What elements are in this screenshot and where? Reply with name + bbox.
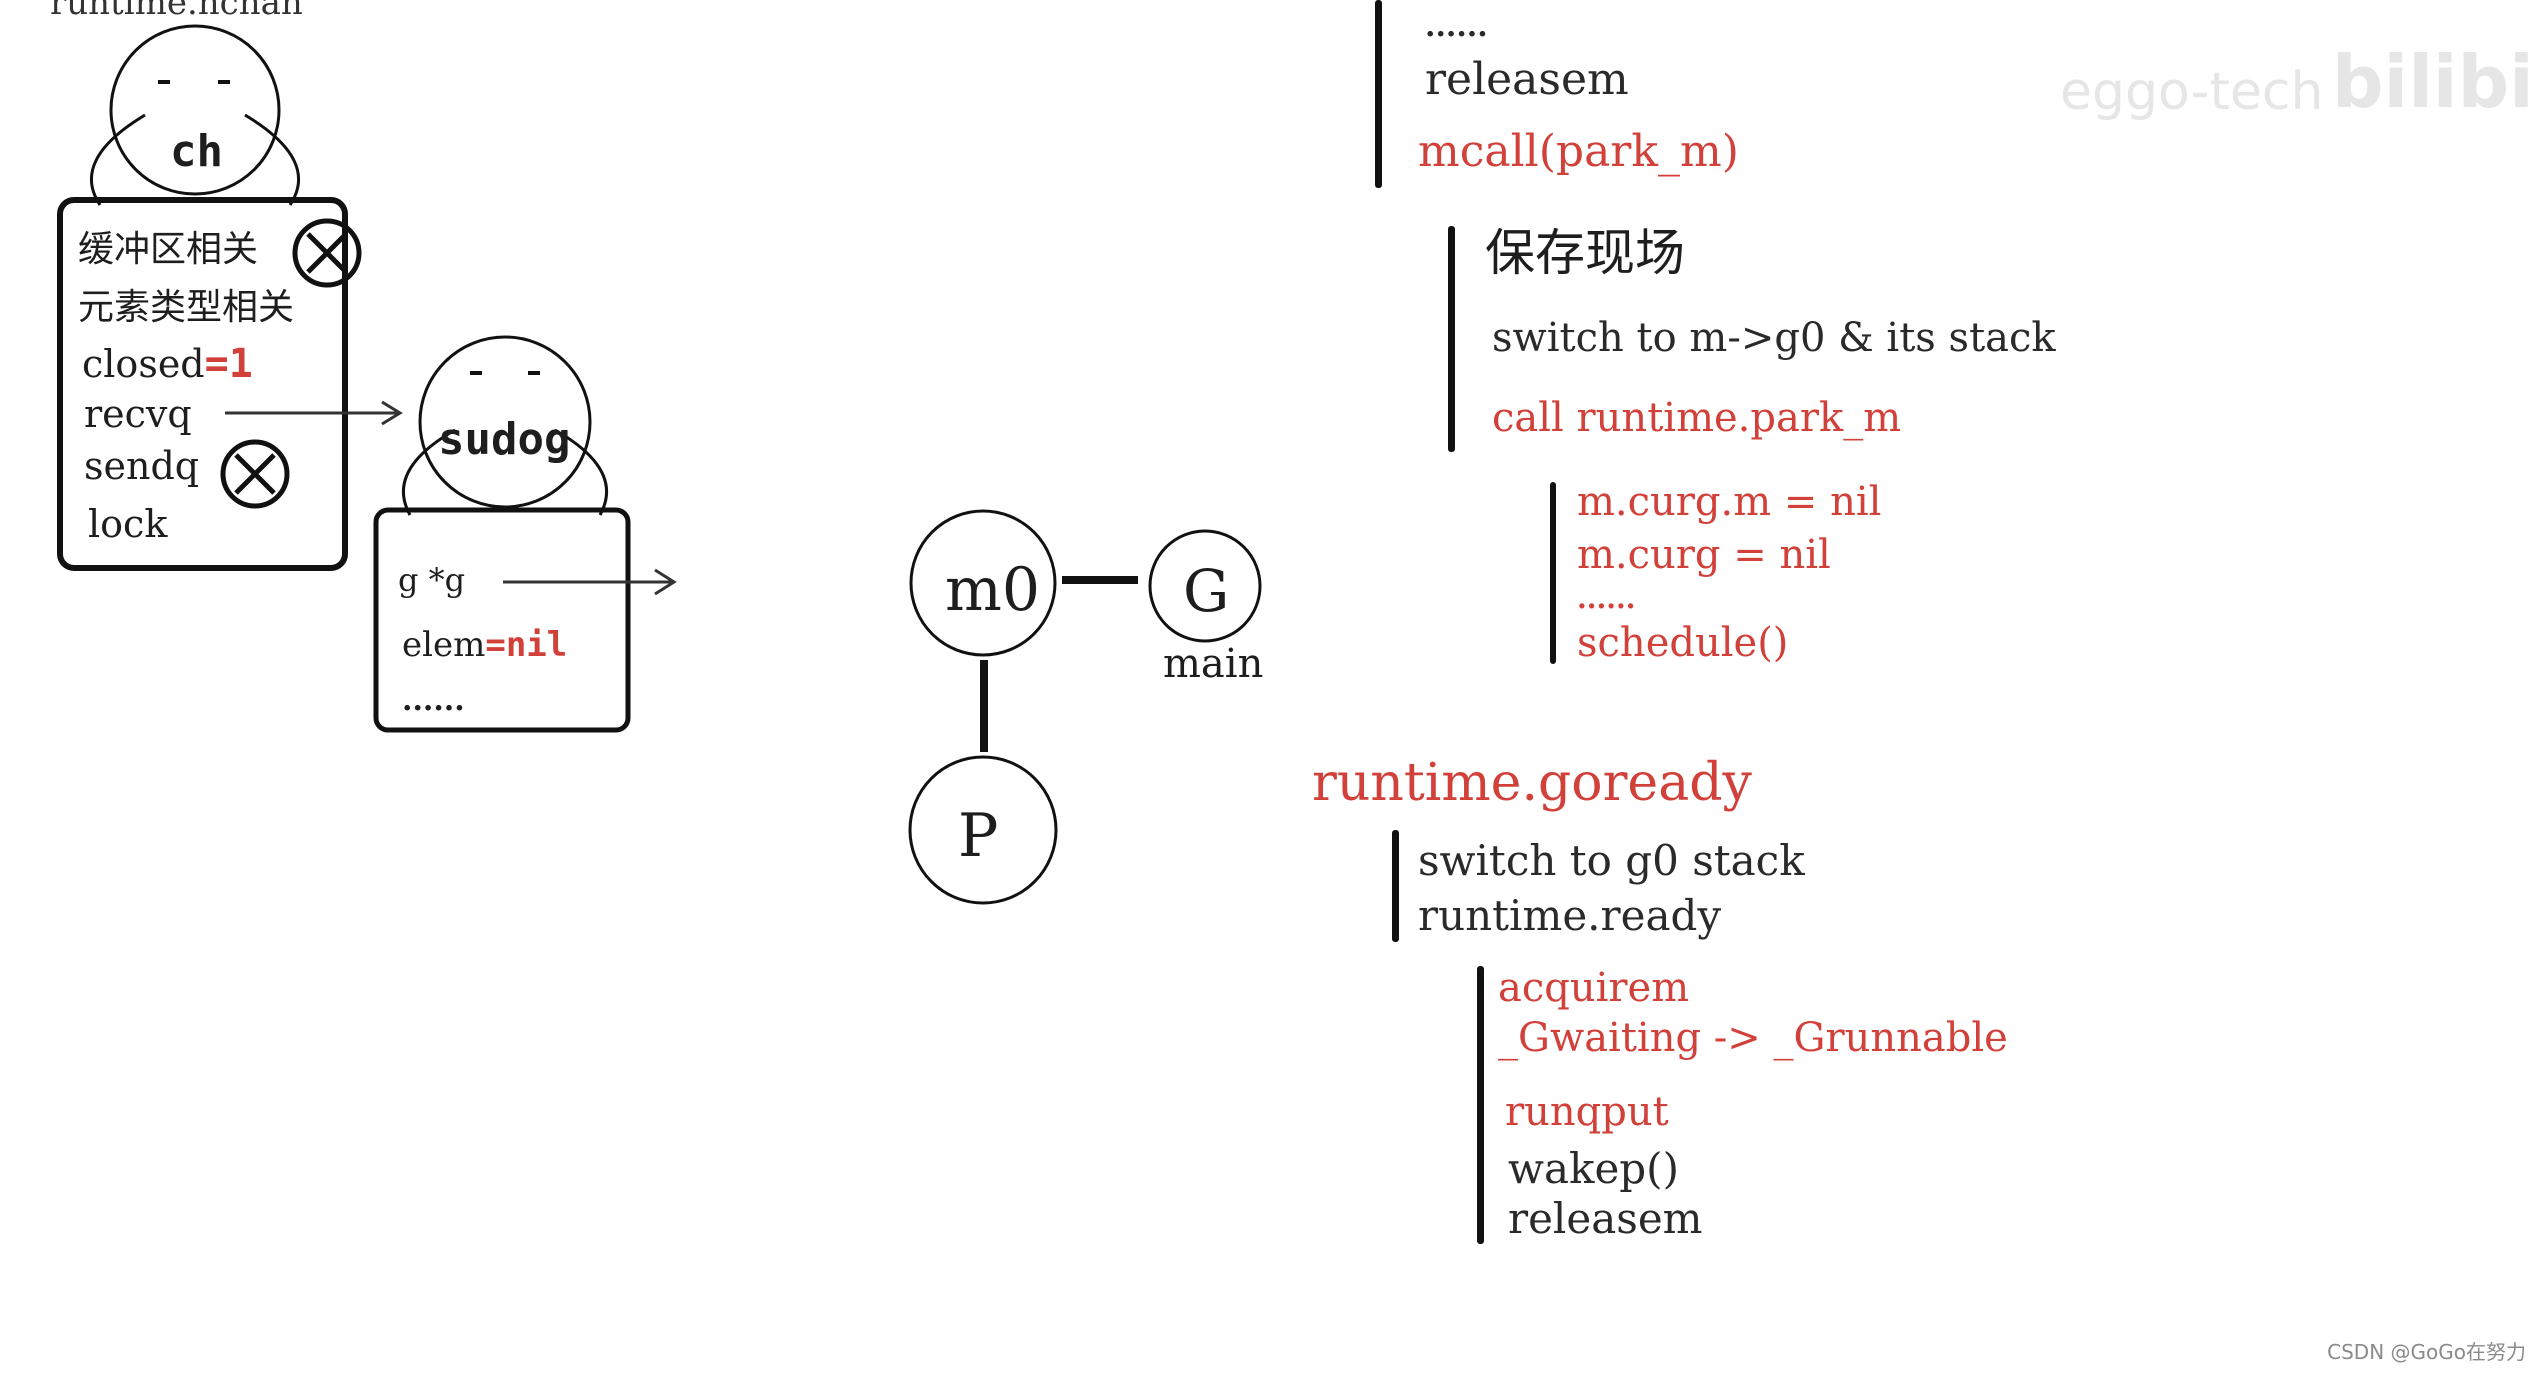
m0-label: m0 bbox=[945, 555, 1041, 625]
elem-label: elem bbox=[402, 625, 486, 665]
curg-line: m.curg = nil bbox=[1577, 532, 1831, 578]
bilibili-watermark: bilibili bbox=[2332, 40, 2536, 124]
switch-stack-line: switch to g0 stack bbox=[1418, 836, 1805, 885]
runqput-line: runqput bbox=[1505, 1089, 1669, 1135]
switch-g0-line: switch to m->g0 & its stack bbox=[1492, 315, 2056, 361]
bar-park-top bbox=[1375, 0, 1382, 188]
closed-label: closed bbox=[82, 342, 205, 386]
ch-sendq-field: sendq bbox=[84, 444, 200, 488]
bar-ready bbox=[1477, 966, 1484, 1244]
releasem2-line: releasem bbox=[1508, 1194, 1703, 1243]
ch-closed-field: closed=1 bbox=[82, 344, 253, 384]
g-node bbox=[1148, 529, 1262, 643]
sudog-head bbox=[401, 335, 609, 516]
closed-value: =1 bbox=[204, 341, 253, 387]
acquirem-line: acquirem bbox=[1498, 965, 1690, 1011]
csdn-credit: CSDN @GoGo在努力 bbox=[2327, 1340, 2526, 1364]
g-label: G bbox=[1183, 557, 1230, 625]
ch-lock-field: lock bbox=[88, 502, 168, 546]
buffer-x-mark bbox=[292, 218, 362, 288]
eggo-tech-watermark: eggo-tech bbox=[2060, 62, 2324, 122]
save-context-title: 保存现场 bbox=[1485, 224, 1685, 282]
elem-value: =nil bbox=[485, 625, 568, 665]
bar-park-m bbox=[1550, 482, 1556, 664]
top-ellipsis: ...... bbox=[1425, 9, 1488, 44]
g-pointer-arrow bbox=[503, 568, 677, 596]
ch-label: ch bbox=[170, 126, 223, 177]
recvq-arrow bbox=[225, 400, 403, 426]
ch-elemtype-field: 元素类型相关 bbox=[78, 287, 295, 328]
g-caption: main bbox=[1163, 641, 1264, 687]
sudog-label: sudog bbox=[438, 414, 571, 465]
schedule-line: schedule() bbox=[1577, 620, 1789, 666]
releasem-line: releasem bbox=[1425, 54, 1629, 105]
call-park-line: call runtime.park_m bbox=[1492, 395, 1902, 441]
ch-recvq-field: recvq bbox=[84, 392, 192, 436]
mid-ellipsis: ...... bbox=[1577, 582, 1636, 615]
m0-node bbox=[909, 509, 1057, 657]
curg-m-line: m.curg.m = nil bbox=[1577, 479, 1882, 525]
sudog-g-field: g *g bbox=[398, 561, 466, 599]
p-label: P bbox=[958, 801, 999, 871]
sudog-box bbox=[373, 507, 631, 733]
sudog-elem-field: elem=nil bbox=[402, 628, 567, 662]
ch-head bbox=[90, 24, 300, 206]
wakep-line: wakep() bbox=[1508, 1144, 1679, 1193]
ch-buffer-field: 缓冲区相关 bbox=[78, 229, 259, 270]
transition-line: _Gwaiting -> _Grunnable bbox=[1498, 1015, 2008, 1061]
hchan-header: runtime.hchan bbox=[50, 0, 303, 23]
bar-goready bbox=[1392, 830, 1399, 942]
ready-line: runtime.ready bbox=[1418, 891, 1722, 940]
sendq-x-mark bbox=[220, 439, 290, 509]
mcall-line: mcall(park_m) bbox=[1418, 126, 1739, 177]
p-node bbox=[908, 755, 1058, 905]
sudog-more: ...... bbox=[402, 683, 465, 718]
ch-box bbox=[57, 197, 348, 571]
goready-title: runtime.goready bbox=[1312, 753, 1752, 813]
bar-save bbox=[1448, 226, 1455, 452]
